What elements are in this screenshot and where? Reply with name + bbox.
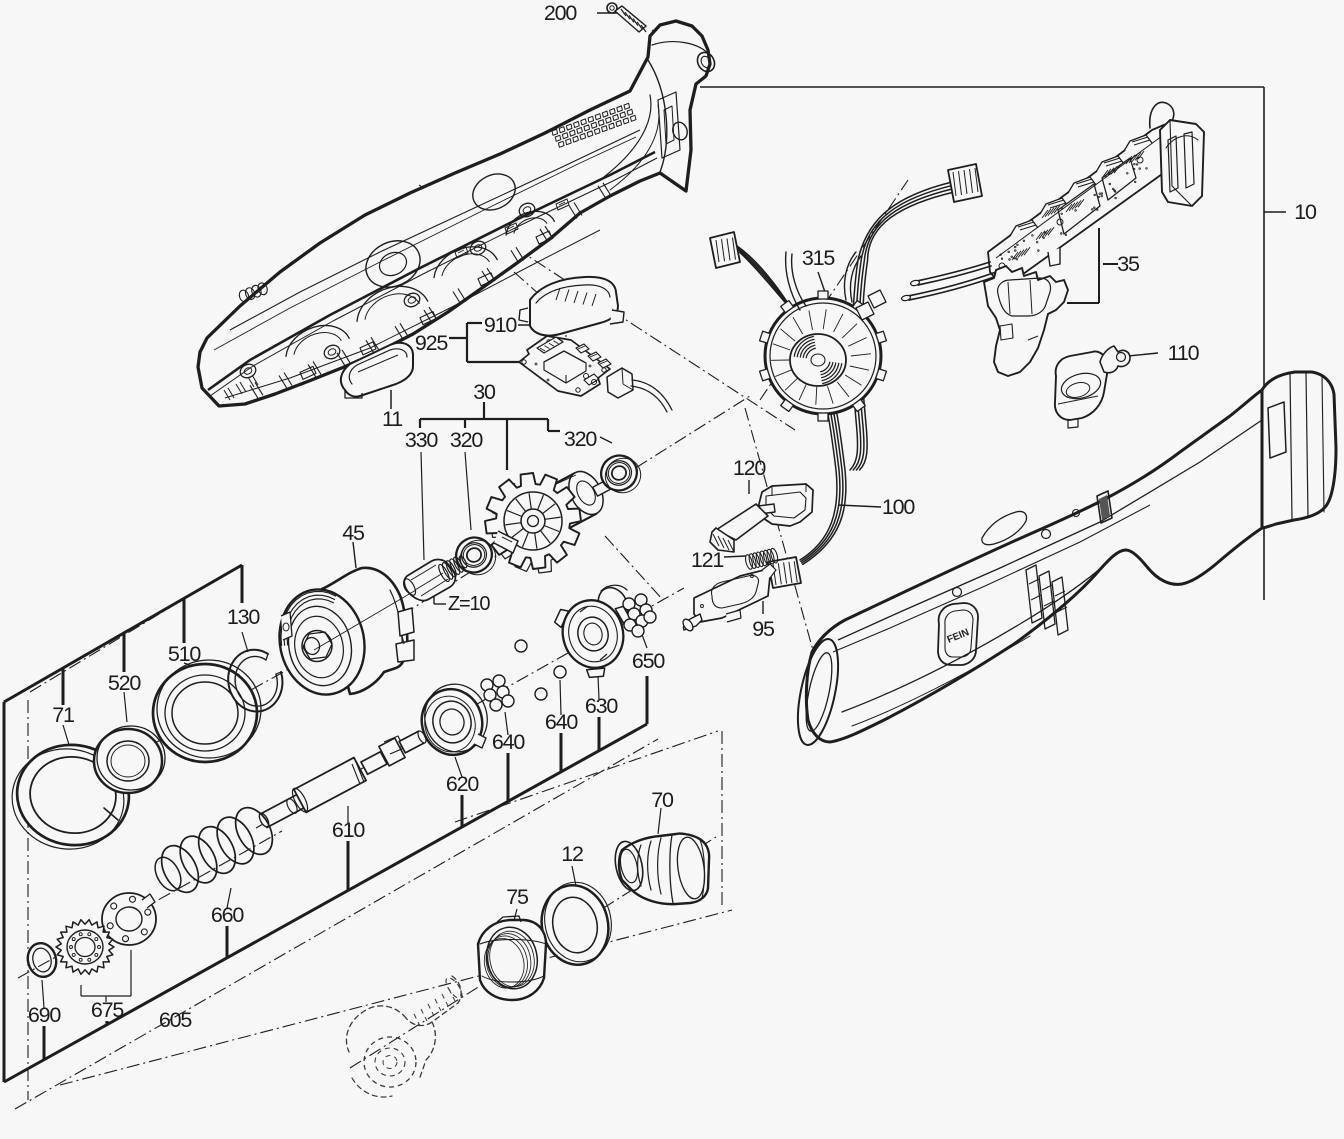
svg-text:650: 650 (632, 649, 666, 673)
svg-text:Z=10: Z=10 (448, 593, 490, 615)
svg-text:75: 75 (506, 885, 529, 909)
svg-text:71: 71 (52, 703, 74, 727)
svg-text:690: 690 (28, 1003, 62, 1027)
svg-text:95: 95 (752, 617, 775, 641)
svg-text:610: 610 (332, 818, 366, 842)
svg-text:45: 45 (342, 521, 365, 545)
svg-text:130: 130 (227, 605, 261, 629)
svg-text:620: 620 (446, 772, 480, 796)
svg-text:925: 925 (415, 331, 449, 355)
svg-text:520: 520 (108, 671, 142, 695)
svg-text:11: 11 (382, 407, 402, 431)
svg-text:110: 110 (1168, 341, 1200, 365)
svg-text:315: 315 (802, 246, 836, 270)
svg-text:35: 35 (1117, 252, 1140, 276)
svg-text:320: 320 (564, 427, 598, 451)
svg-text:30: 30 (473, 380, 496, 404)
svg-text:660: 660 (211, 903, 245, 927)
svg-text:605: 605 (159, 1008, 193, 1032)
svg-text:330: 330 (405, 428, 439, 452)
svg-text:70: 70 (651, 788, 674, 812)
svg-text:675: 675 (91, 998, 125, 1022)
svg-text:121: 121 (691, 548, 724, 572)
svg-text:12: 12 (561, 842, 583, 866)
svg-text:910: 910 (484, 313, 518, 337)
svg-text:630: 630 (585, 694, 619, 718)
svg-text:120: 120 (733, 456, 767, 480)
svg-text:640: 640 (545, 710, 579, 734)
svg-text:200: 200 (544, 1, 578, 25)
svg-text:100: 100 (882, 495, 916, 519)
svg-text:510: 510 (168, 642, 202, 666)
svg-text:10: 10 (1294, 200, 1317, 224)
svg-text:640: 640 (492, 730, 526, 754)
svg-text:320: 320 (450, 428, 484, 452)
